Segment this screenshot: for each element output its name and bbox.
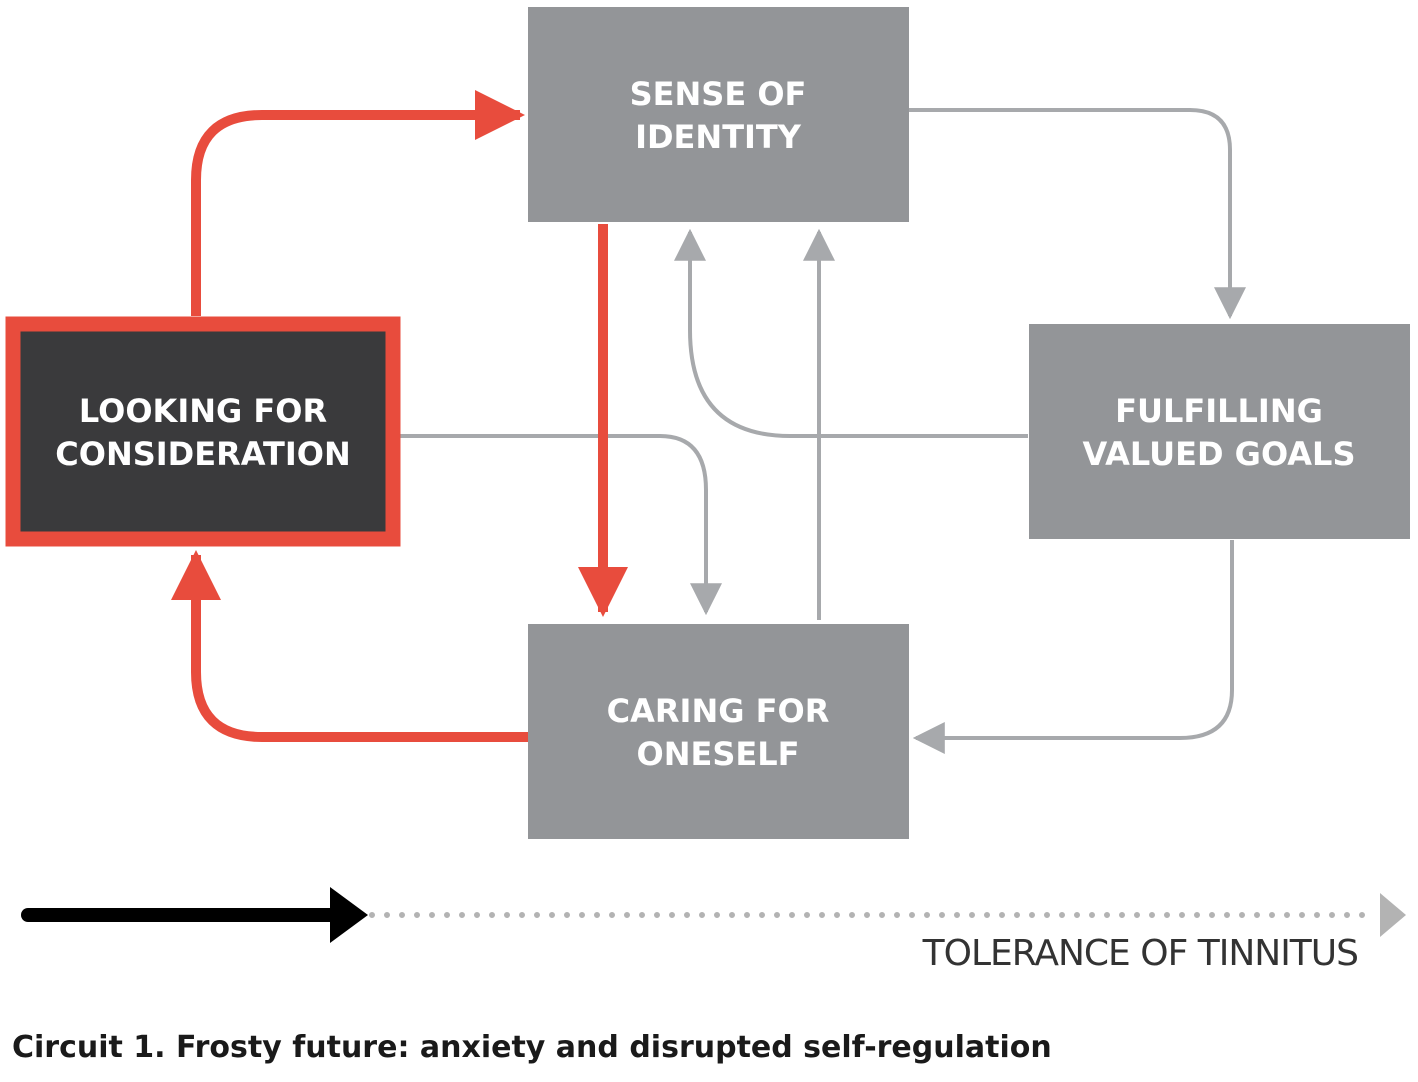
axis-solid-arrowhead [330, 887, 368, 943]
node-label-line2: ONESELF [637, 735, 800, 773]
node-label-line1: LOOKING FOR [79, 392, 327, 430]
node-sense-of-identity: SENSE OF IDENTITY [528, 7, 909, 222]
connector-goals-to-caring [912, 540, 1234, 754]
red-connector-caring-to-looking [171, 550, 528, 742]
node-label-line1: SENSE OF [630, 75, 807, 113]
node-label-line1: FULFILLING [1115, 392, 1323, 430]
node-label-line1: CARING FOR [607, 692, 830, 730]
connector-identity-to-goals [908, 108, 1246, 320]
node-caring-for-oneself: CARING FOR ONESELF [528, 624, 909, 839]
connector-looking-to-caring [400, 434, 722, 616]
node-label-line2: VALUED GOALS [1083, 435, 1356, 473]
figure-caption: Circuit 1. Frosty future: anxiety and di… [12, 1030, 1052, 1065]
red-connector-looking-to-identity [191, 90, 525, 316]
node-label-line2: CONSIDERATION [55, 435, 350, 473]
axis-label: TOLERANCE OF TINNITUS [922, 933, 1358, 974]
node-fulfilling-valued-goals: FULFILLING VALUED GOALS [1029, 324, 1410, 539]
tolerance-axis: TOLERANCE OF TINNITUS [21, 887, 1406, 974]
node-looking-for-consideration: LOOKING FOR CONSIDERATION [5, 316, 401, 547]
axis-dotted-arrowhead [1380, 893, 1406, 937]
connector-goals-to-identity [674, 228, 1028, 438]
node-label-line2: IDENTITY [635, 118, 802, 156]
